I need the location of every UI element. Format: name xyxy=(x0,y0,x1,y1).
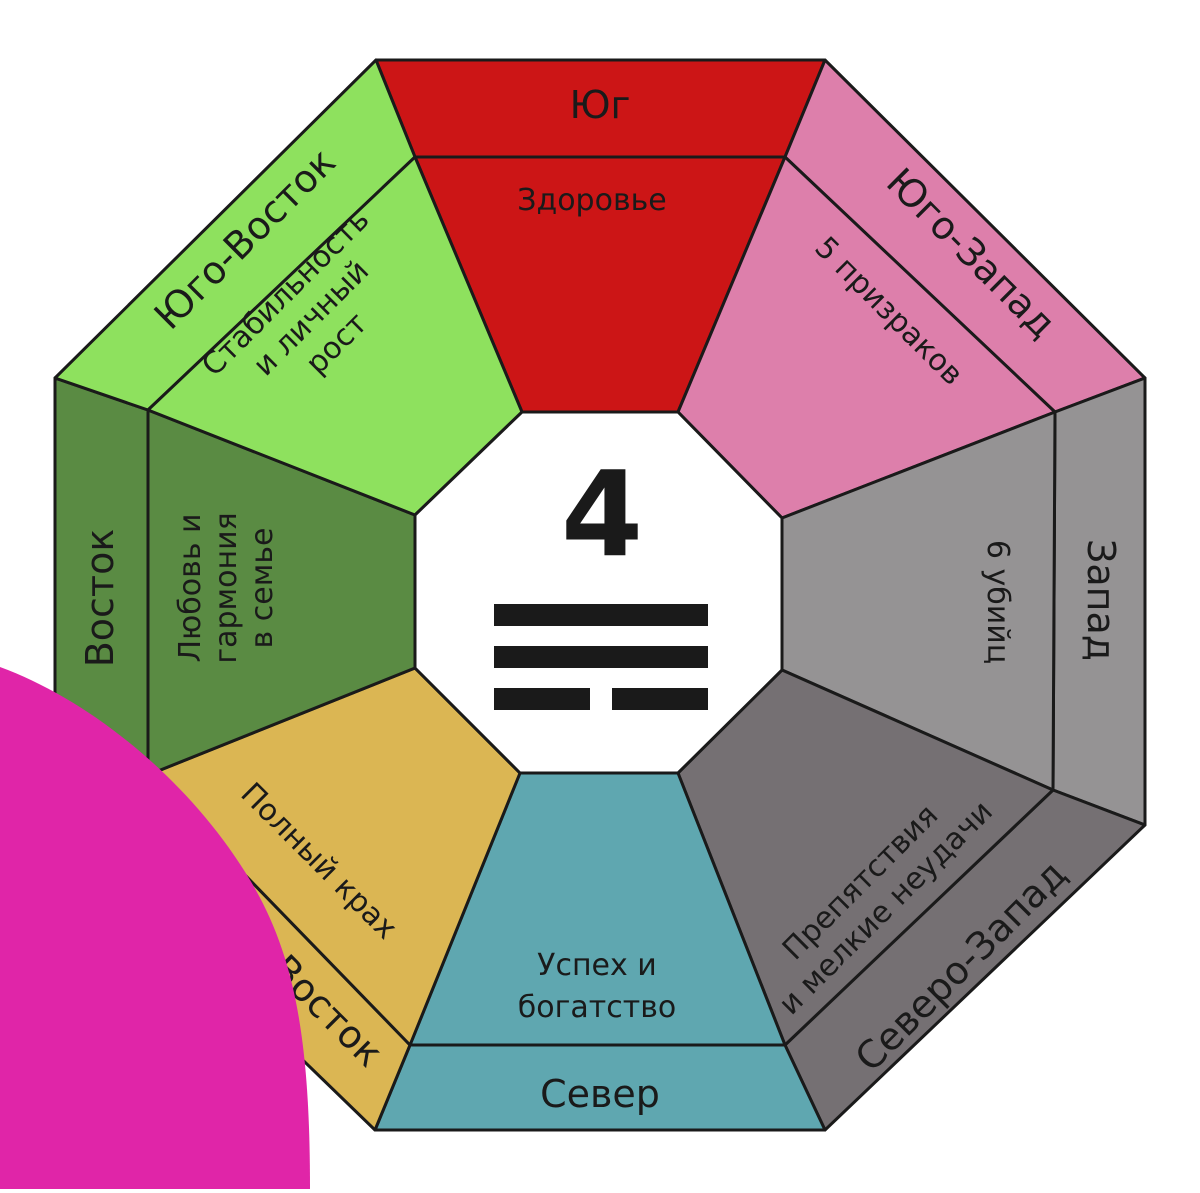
trigram-icon xyxy=(494,604,708,710)
meaning-label-east-line-2: гармония xyxy=(209,512,244,663)
meaning-label-west: 6 убийц xyxy=(980,540,1015,664)
center-number: 4 xyxy=(561,445,643,583)
direction-label-west: Запад xyxy=(1079,539,1123,661)
meaning-label-east-line-3: в семье xyxy=(245,528,280,649)
direction-label-north: Север xyxy=(540,1072,660,1116)
meaning-label-south: Здоровье xyxy=(517,183,667,218)
meaning-label-north: Успех и богатство xyxy=(518,948,676,1025)
meaning-label-east-line-1: Любовь и xyxy=(173,513,208,662)
meaning-label-north-line-2: богатство xyxy=(518,990,676,1025)
inner-ring xyxy=(146,155,1057,1047)
direction-label-south: Юг xyxy=(570,83,631,127)
meaning-label-east: Любовь и гармония в семье xyxy=(173,512,280,663)
decorative-blob xyxy=(0,667,310,1189)
direction-label-east: Восток xyxy=(78,529,122,668)
center-octagon xyxy=(413,410,784,775)
meaning-label-north-line-1: Успех и xyxy=(537,948,657,983)
